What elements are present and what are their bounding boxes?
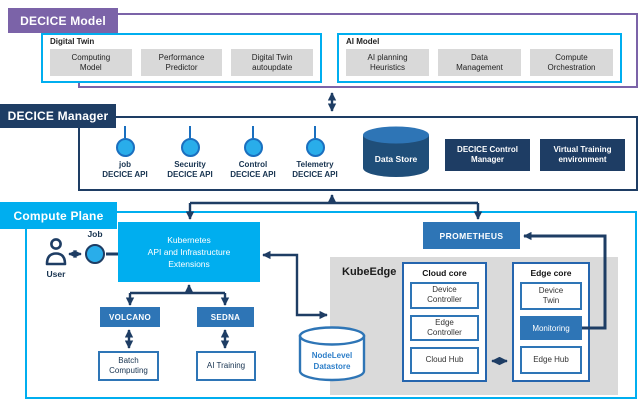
decice-model-header: DECICE Model bbox=[8, 8, 118, 33]
computing-model-box: Computing Model bbox=[50, 49, 132, 76]
data-store-cylinder-icon bbox=[363, 126, 429, 177]
device-controller-box: Device Controller bbox=[410, 282, 479, 309]
api-lollipop-stem-icon bbox=[251, 126, 255, 138]
edge-controller-box: Edge Controller bbox=[410, 314, 479, 342]
kubeedge-title: KubeEdge bbox=[342, 266, 397, 278]
user-label: User bbox=[46, 269, 66, 279]
device-twin-box: Device Twin bbox=[520, 282, 582, 310]
virtual-training-box: Virtual Training environment bbox=[540, 139, 625, 171]
digital-twin-title: Digital Twin bbox=[50, 37, 95, 46]
data-store-label: Data Store bbox=[374, 154, 418, 164]
decice-manager-title: DECICE Manager bbox=[7, 109, 109, 123]
cloud-core-box: Cloud core Device Controller Edge Contro… bbox=[402, 262, 487, 382]
data-store-cylinder: Data Store bbox=[362, 126, 430, 178]
nodelevel-cylinder-icon bbox=[298, 326, 366, 382]
job-api: job DECICE API bbox=[95, 126, 155, 181]
data-management-box: Data Management bbox=[438, 49, 521, 76]
volcano-box: VOLCANO bbox=[100, 307, 160, 327]
job-label: Job bbox=[87, 229, 103, 239]
nodelevel-datastore-cylinder: NodeLevel Datastore bbox=[298, 326, 366, 382]
performance-predictor-box: Performance Predictor bbox=[140, 49, 223, 76]
decice-model-title: DECICE Model bbox=[20, 13, 106, 28]
compute-orchestration-box: Compute Orchestration bbox=[530, 49, 613, 76]
api-lollipop-stem-icon bbox=[313, 126, 317, 138]
decice-control-manager-box: DECICE Control Manager bbox=[445, 139, 530, 171]
control-api: Control DECICE API bbox=[223, 126, 283, 181]
prometheus-box: PROMETHEUS bbox=[423, 222, 520, 249]
api-lollipop-circle-icon bbox=[180, 138, 200, 157]
batch-computing-box: Batch Computing bbox=[98, 351, 159, 381]
edge-hub-box: Edge Hub bbox=[520, 346, 582, 374]
kubernetes-box: Kubernetes API and Infrastructure Extens… bbox=[118, 222, 260, 282]
compute-plane-title: Compute Plane bbox=[13, 208, 104, 223]
cloud-hub-box: Cloud Hub bbox=[410, 347, 479, 375]
job-circle-icon bbox=[85, 244, 105, 264]
user-icon bbox=[45, 238, 67, 266]
decice-manager-header: DECICE Manager bbox=[0, 104, 116, 128]
security-api: Security DECICE API bbox=[160, 126, 220, 181]
api-lollipop-stem-icon bbox=[123, 126, 127, 138]
security-api-label: Security DECICE API bbox=[167, 160, 213, 180]
edge-core-box: Edge core Device Twin Monitoring Edge Hu… bbox=[512, 262, 590, 382]
ai-model-box: AI Model AI planning Heuristics Data Man… bbox=[337, 33, 622, 83]
job-api-label: job DECICE API bbox=[102, 160, 148, 180]
compute-plane-header: Compute Plane bbox=[0, 202, 117, 229]
ai-planning-heuristics-box: AI planning Heuristics bbox=[346, 49, 429, 76]
cloud-core-title: Cloud core bbox=[422, 267, 467, 278]
telemetry-api-label: Telemetry DECICE API bbox=[292, 160, 338, 180]
telemetry-api: Telemetry DECICE API bbox=[285, 126, 345, 181]
ai-model-title: AI Model bbox=[346, 37, 380, 46]
api-lollipop-stem-icon bbox=[188, 126, 192, 138]
decice-manager-container bbox=[78, 116, 638, 191]
nodelevel-datastore-label: NodeLevel Datastore bbox=[311, 351, 353, 371]
digital-twin-autoupdate-box: Digital Twin autoupdate bbox=[231, 49, 314, 76]
digital-twin-box: Digital Twin Computing Model Performance… bbox=[41, 33, 322, 83]
sedna-box: SEDNA bbox=[197, 307, 254, 327]
api-lollipop-circle-icon bbox=[115, 138, 135, 157]
api-lollipop-circle-icon bbox=[305, 138, 325, 157]
api-lollipop-circle-icon bbox=[243, 138, 263, 157]
ai-training-box: AI Training bbox=[196, 351, 256, 381]
compute-plane-container bbox=[25, 211, 637, 399]
monitoring-box: Monitoring bbox=[520, 316, 582, 340]
edge-core-title: Edge core bbox=[530, 267, 572, 278]
control-api-label: Control DECICE API bbox=[230, 160, 276, 180]
